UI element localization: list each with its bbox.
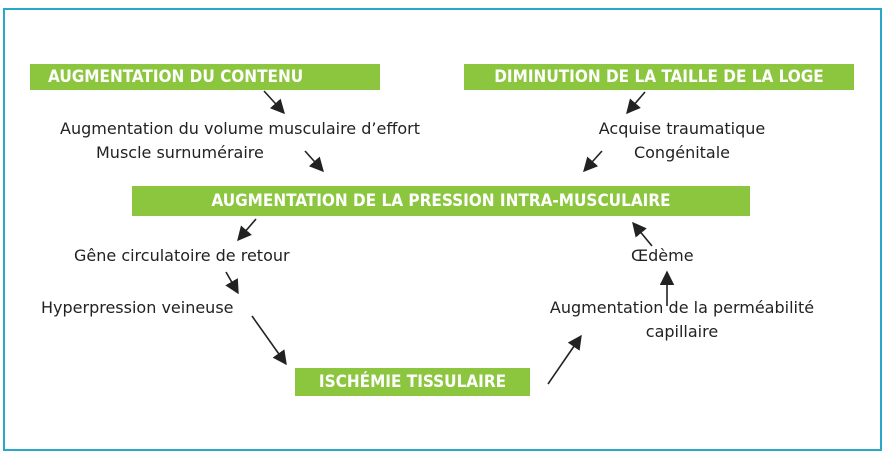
box-ischemie-tissulaire: ISCHÉMIE TISSULAIRE [295, 368, 530, 396]
label-oedeme: Œdème [631, 246, 694, 265]
label-hyperpression-veineuse: Hyperpression veineuse [41, 298, 234, 317]
arrow-contenu-to-volume [263, 90, 285, 115]
label-permeabilite-capillaire: Augmentation de la perméabilité capillai… [532, 296, 832, 344]
label-acquise-traumatique: Acquise traumatique [598, 119, 766, 138]
diagram-frame [3, 8, 882, 451]
box-augmentation-contenu-text: AUGMENTATION DU CONTENU [48, 67, 304, 87]
label-capillaire: capillaire [645, 322, 719, 341]
label-volume-musculaire: Augmentation du volume musculaire d’effo… [60, 119, 420, 138]
arrow-hyperpression-to-ischemie [251, 315, 287, 366]
arrow-congenitale-to-pression [583, 150, 603, 173]
box-pression-intra-musculaire: AUGMENTATION DE LA PRESSION INTRA-MUSCUL… [132, 186, 750, 216]
label-causes-loge: Acquise traumatique Congénitale [581, 117, 783, 165]
label-muscle-surnumeraire: Muscle surnuméraire [96, 143, 264, 162]
label-gene-circulatoire: Gêne circulatoire de retour [74, 246, 290, 265]
box-pression-intra-musculaire-text: AUGMENTATION DE LA PRESSION INTRA-MUSCUL… [211, 191, 671, 211]
box-diminution-loge: DIMINUTION DE LA TAILLE DE LA LOGE [464, 64, 854, 90]
label-causes-contenu: Augmentation du volume musculaire d’effo… [40, 117, 440, 165]
label-congenitale: Congénitale [633, 143, 731, 162]
box-diminution-loge-text: DIMINUTION DE LA TAILLE DE LA LOGE [494, 67, 824, 87]
arrow-gene-to-hyperpression [225, 271, 239, 295]
box-augmentation-contenu: AUGMENTATION DU CONTENU [30, 64, 380, 90]
arrow-loge-to-traumatique [626, 91, 646, 115]
box-ischemie-tissulaire-text: ISCHÉMIE TISSULAIRE [318, 372, 507, 392]
arrow-pression-to-gene [237, 218, 257, 242]
label-augmentation-permeabilite: Augmentation de la perméabilité [549, 298, 815, 317]
arrow-oedeme-to-pression [632, 221, 653, 247]
arrow-ischemie-to-permeabilite [547, 334, 582, 385]
arrow-surnumeraire-to-pression [304, 150, 324, 173]
